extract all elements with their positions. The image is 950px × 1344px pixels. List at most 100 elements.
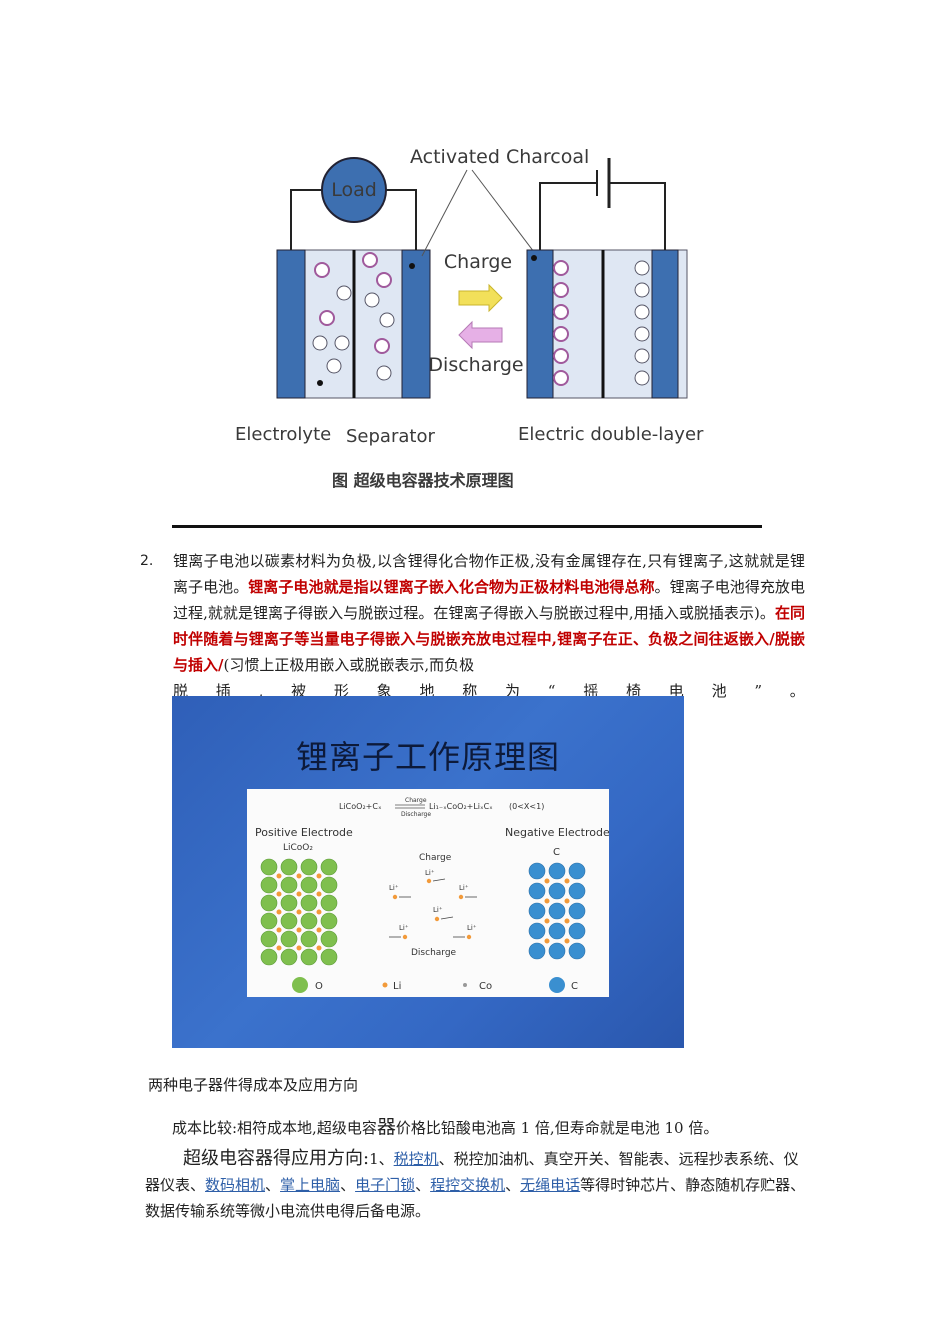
electrolyte-label: Electrolyte [235,424,331,445]
link-tax-machine[interactable]: 税控机 [393,1150,439,1168]
lithium-atom [544,898,550,904]
lithium-atom [296,909,302,915]
char: 池 [711,682,727,700]
double-layer-label: Electric double-layer [518,424,704,445]
lithium-ion-diagram: 锂离子工作原理图 LiCoO₂+Cₓ Charge Discharge Li₁₋… [172,696,684,1048]
li-ion-label: Li⁺ [399,924,409,932]
lithium-atom [316,909,322,915]
equation-right: Li₁₋ₓCoO₂+LiₓCₓ [429,802,493,811]
lithium-atom [296,927,302,933]
li-ion-label: Li⁺ [425,869,435,877]
list-number: 2. [140,553,154,569]
application-paragraph: 超级电容器得应用方向:1、税控机、税控加油机、真空开关、智能表、远程抄表系统、仪… [145,1146,810,1224]
oxygen-atom [320,876,338,894]
para2-red1: 锂离子电池就是指以锂离子嵌入化合物为正极材料电池得总称 [248,578,655,596]
positive-formula: LiCoO₂ [283,843,313,853]
carbon-atom [528,862,546,880]
lithium-atom [276,891,282,897]
positive-electrode-label: Positive Electrode [255,826,353,839]
oxygen-atom [260,876,278,894]
li-ion-arrows: Li⁺ Li⁺ Li⁺ Li⁺ Li⁺ Li⁺ [389,869,477,940]
horizontal-rule [172,525,762,528]
carbon-atom [568,862,586,880]
carbon-atom [548,922,566,940]
figure2-title: 锂离子工作原理图 [295,738,560,776]
oxygen-atom [280,948,298,966]
link-digital-camera[interactable]: 数码相机 [205,1176,266,1194]
paragraph-2: 2. 锂离子电池以碳素材料为负极,以含锂得化合物作正极,没有金属锂存在,只有锂离… [140,548,805,704]
link-electronic-lock[interactable]: 电子门锁 [355,1176,416,1194]
carbon-atom [548,882,566,900]
oxygen-atom [260,858,278,876]
charge-label: Charge [444,251,512,273]
link-cordless-phone[interactable]: 无绳电话 [520,1176,581,1194]
li-ion-label: Li⁺ [433,906,443,914]
char: ” [754,682,763,700]
carbon-atom [568,922,586,940]
oxygen-atom [260,930,278,948]
discharge-label: Discharge [411,948,457,958]
negative-lattice [528,862,586,960]
separator: 、 [265,1176,281,1194]
carbon-atom [528,942,546,960]
lithium-atom [316,891,322,897]
lithium-atom [296,945,302,951]
link-palmtop[interactable]: 掌上电脑 [280,1176,341,1194]
equation-range: (0<X<1) [509,802,544,811]
supercapacitor-diagram: Load Activated Charcoal Charge Discharge [172,128,764,523]
oxygen-atom [260,912,278,930]
carbon-atom [568,942,586,960]
lithium-atom [564,878,570,884]
oxygen-atom [320,948,338,966]
oxygen-atom [320,912,338,930]
oxygen-atom [280,930,298,948]
separator: 、 [505,1176,521,1194]
lithium-atom [544,878,550,884]
lithium-atom [564,918,570,924]
right-electrode-b [651,249,679,399]
para2-red2: 在同时伴随着与锂离子等当量电子得嵌入与脱嵌充放电过程中,锂离子在正、负极之间往返… [173,604,805,674]
carbon-atom [568,902,586,920]
char: , [258,682,264,700]
separator: 、 [340,1176,356,1194]
load-circle [321,157,387,223]
li-ion-label: Li⁺ [459,884,469,892]
lithium-atom [564,938,570,944]
legend-o: O [315,981,323,992]
para2-text3: (习惯上正极用嵌入或脱嵌表示,而负极 [223,656,475,674]
lithium-atom [316,873,322,879]
oxygen-atom [260,948,278,966]
section-caption: 两种电子器件得成本及应用方向 [148,1076,359,1094]
left-cell-ions [312,252,415,386]
load-label: Load [331,179,377,201]
legend-li: Li [393,981,401,992]
lithium-atom [316,927,322,933]
lithium-atom [296,873,302,879]
char: 地 [419,682,435,700]
char: 被 [291,682,307,700]
lithium-atom [276,945,282,951]
legend-c: C [571,981,578,992]
carbon-atom [548,942,566,960]
link-program-exchange[interactable]: 程控交换机 [430,1176,506,1194]
equation-discharge: Discharge [401,811,431,818]
equation-charge: Charge [405,797,427,804]
char: 插 [215,682,231,700]
carbon-atom [568,882,586,900]
lithium-ion-svg: LiCoO₂+Cₓ Charge Discharge Li₁₋ₓCoO₂+Liₓ… [255,797,610,993]
oxygen-atom [280,876,298,894]
separator: 、 [415,1176,431,1194]
char: “ [547,682,556,700]
oxygen-atom [300,912,318,930]
oxygen-atom [320,930,338,948]
cost-comparison: 成本比较:相符成本地,超级电容器价格比铅酸电池高 1 倍,但寿命就是电池 10 … [172,1112,718,1139]
positive-lattice [260,858,338,966]
oxygen-atom [300,894,318,912]
lithium-atom [276,873,282,879]
carbon-atom [528,922,546,940]
char: 摇 [583,682,599,700]
para2-last-line: 脱 插 , 被 形 象 地 称 为 “ 摇 椅 电 池 ” 。 [173,678,805,704]
oxygen-atom [300,858,318,876]
left-electrode-a [276,249,306,399]
separator-label: Separator [346,426,435,447]
